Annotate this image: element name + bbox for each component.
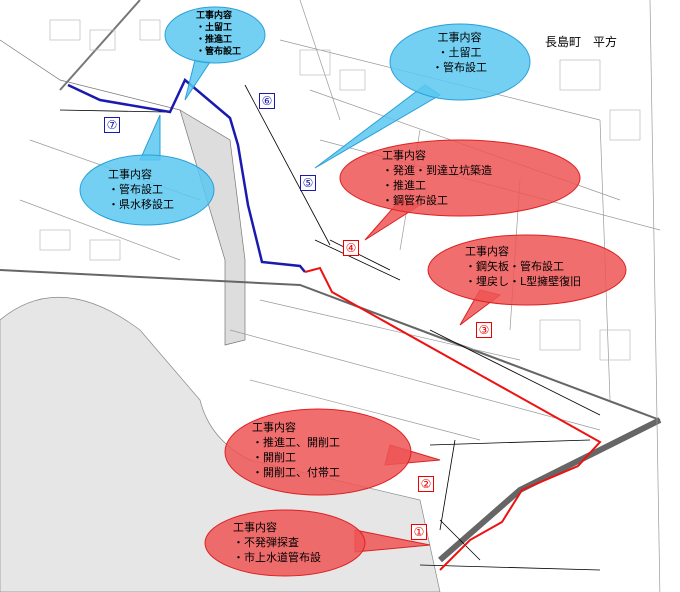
callout-item: ・県水移設工: [108, 198, 174, 211]
place-name-label: 長島町 平方: [545, 35, 618, 49]
callout-title: 工事内容: [465, 245, 509, 258]
section-marker-3: ③: [476, 322, 492, 338]
callout-item: ・土留工: [196, 23, 233, 33]
callout-item: ・管布設工: [432, 61, 487, 74]
callout-2: 工事内容 ・推進工、開削工 ・開削工 ・開削工、付帯工: [252, 420, 340, 480]
callout-item: ・開削工、付帯工: [252, 466, 340, 479]
callout-item: ・開削工: [252, 451, 296, 464]
section-marker-4: ④: [343, 240, 359, 256]
callout-item: ・鋼矢板・管布設工: [465, 260, 564, 273]
callout-title: 工事内容: [252, 421, 296, 434]
section-marker-5: ⑤: [300, 175, 316, 191]
callout-item: ・土留工: [437, 46, 482, 59]
callout-title: 工事内容: [382, 149, 426, 162]
callout-item: ・推進工: [382, 179, 426, 192]
callout-1: 工事内容 ・不発弾探査 ・市上水道管布設: [233, 520, 321, 565]
red-route: [304, 266, 602, 571]
callout-4: 工事内容 ・発進・到達立坑築造 ・推進工 ・鋼管布設工: [382, 148, 492, 208]
callout-item: ・推進工: [196, 35, 233, 45]
callout-shapes: [79, 6, 627, 577]
callout-6: 工事内容 ・土留工 ・推進工 ・管布設工: [196, 10, 241, 58]
callout-item: ・市上水道管布設: [233, 551, 321, 564]
section-marker-6: ⑥: [259, 93, 275, 109]
section-marker-1: ①: [411, 524, 427, 540]
callout-title: 工事内容: [196, 11, 233, 21]
callout-item: ・管布設工: [108, 183, 163, 196]
callout-5: 工事内容 ・土留工 ・管布設工: [432, 30, 487, 75]
callout-title: 工事内容: [437, 31, 482, 44]
callout-item: ・発進・到達立坑築造: [382, 164, 492, 177]
callout-item: ・埋戻し・L型擁壁復旧: [465, 275, 582, 288]
callout-7: 工事内容 ・管布設工 ・県水移設工: [108, 167, 174, 212]
blue-route: [67, 77, 306, 273]
callout-title: 工事内容: [233, 521, 277, 534]
callout-3: 工事内容 ・鋼矢板・管布設工 ・埋戻し・L型擁壁復旧: [465, 244, 581, 289]
callout-item: ・推進工、開削工: [252, 436, 340, 449]
dimension-lines: [59, 84, 601, 571]
section-marker-2: ②: [418, 476, 434, 492]
callout-item: ・鋼管布設工: [382, 194, 448, 207]
callout-title: 工事内容: [108, 168, 152, 181]
callout-item: ・管布設工: [196, 47, 242, 57]
section-marker-7: ⑦: [104, 117, 120, 133]
callout-item: ・不発弾探査: [233, 536, 299, 549]
